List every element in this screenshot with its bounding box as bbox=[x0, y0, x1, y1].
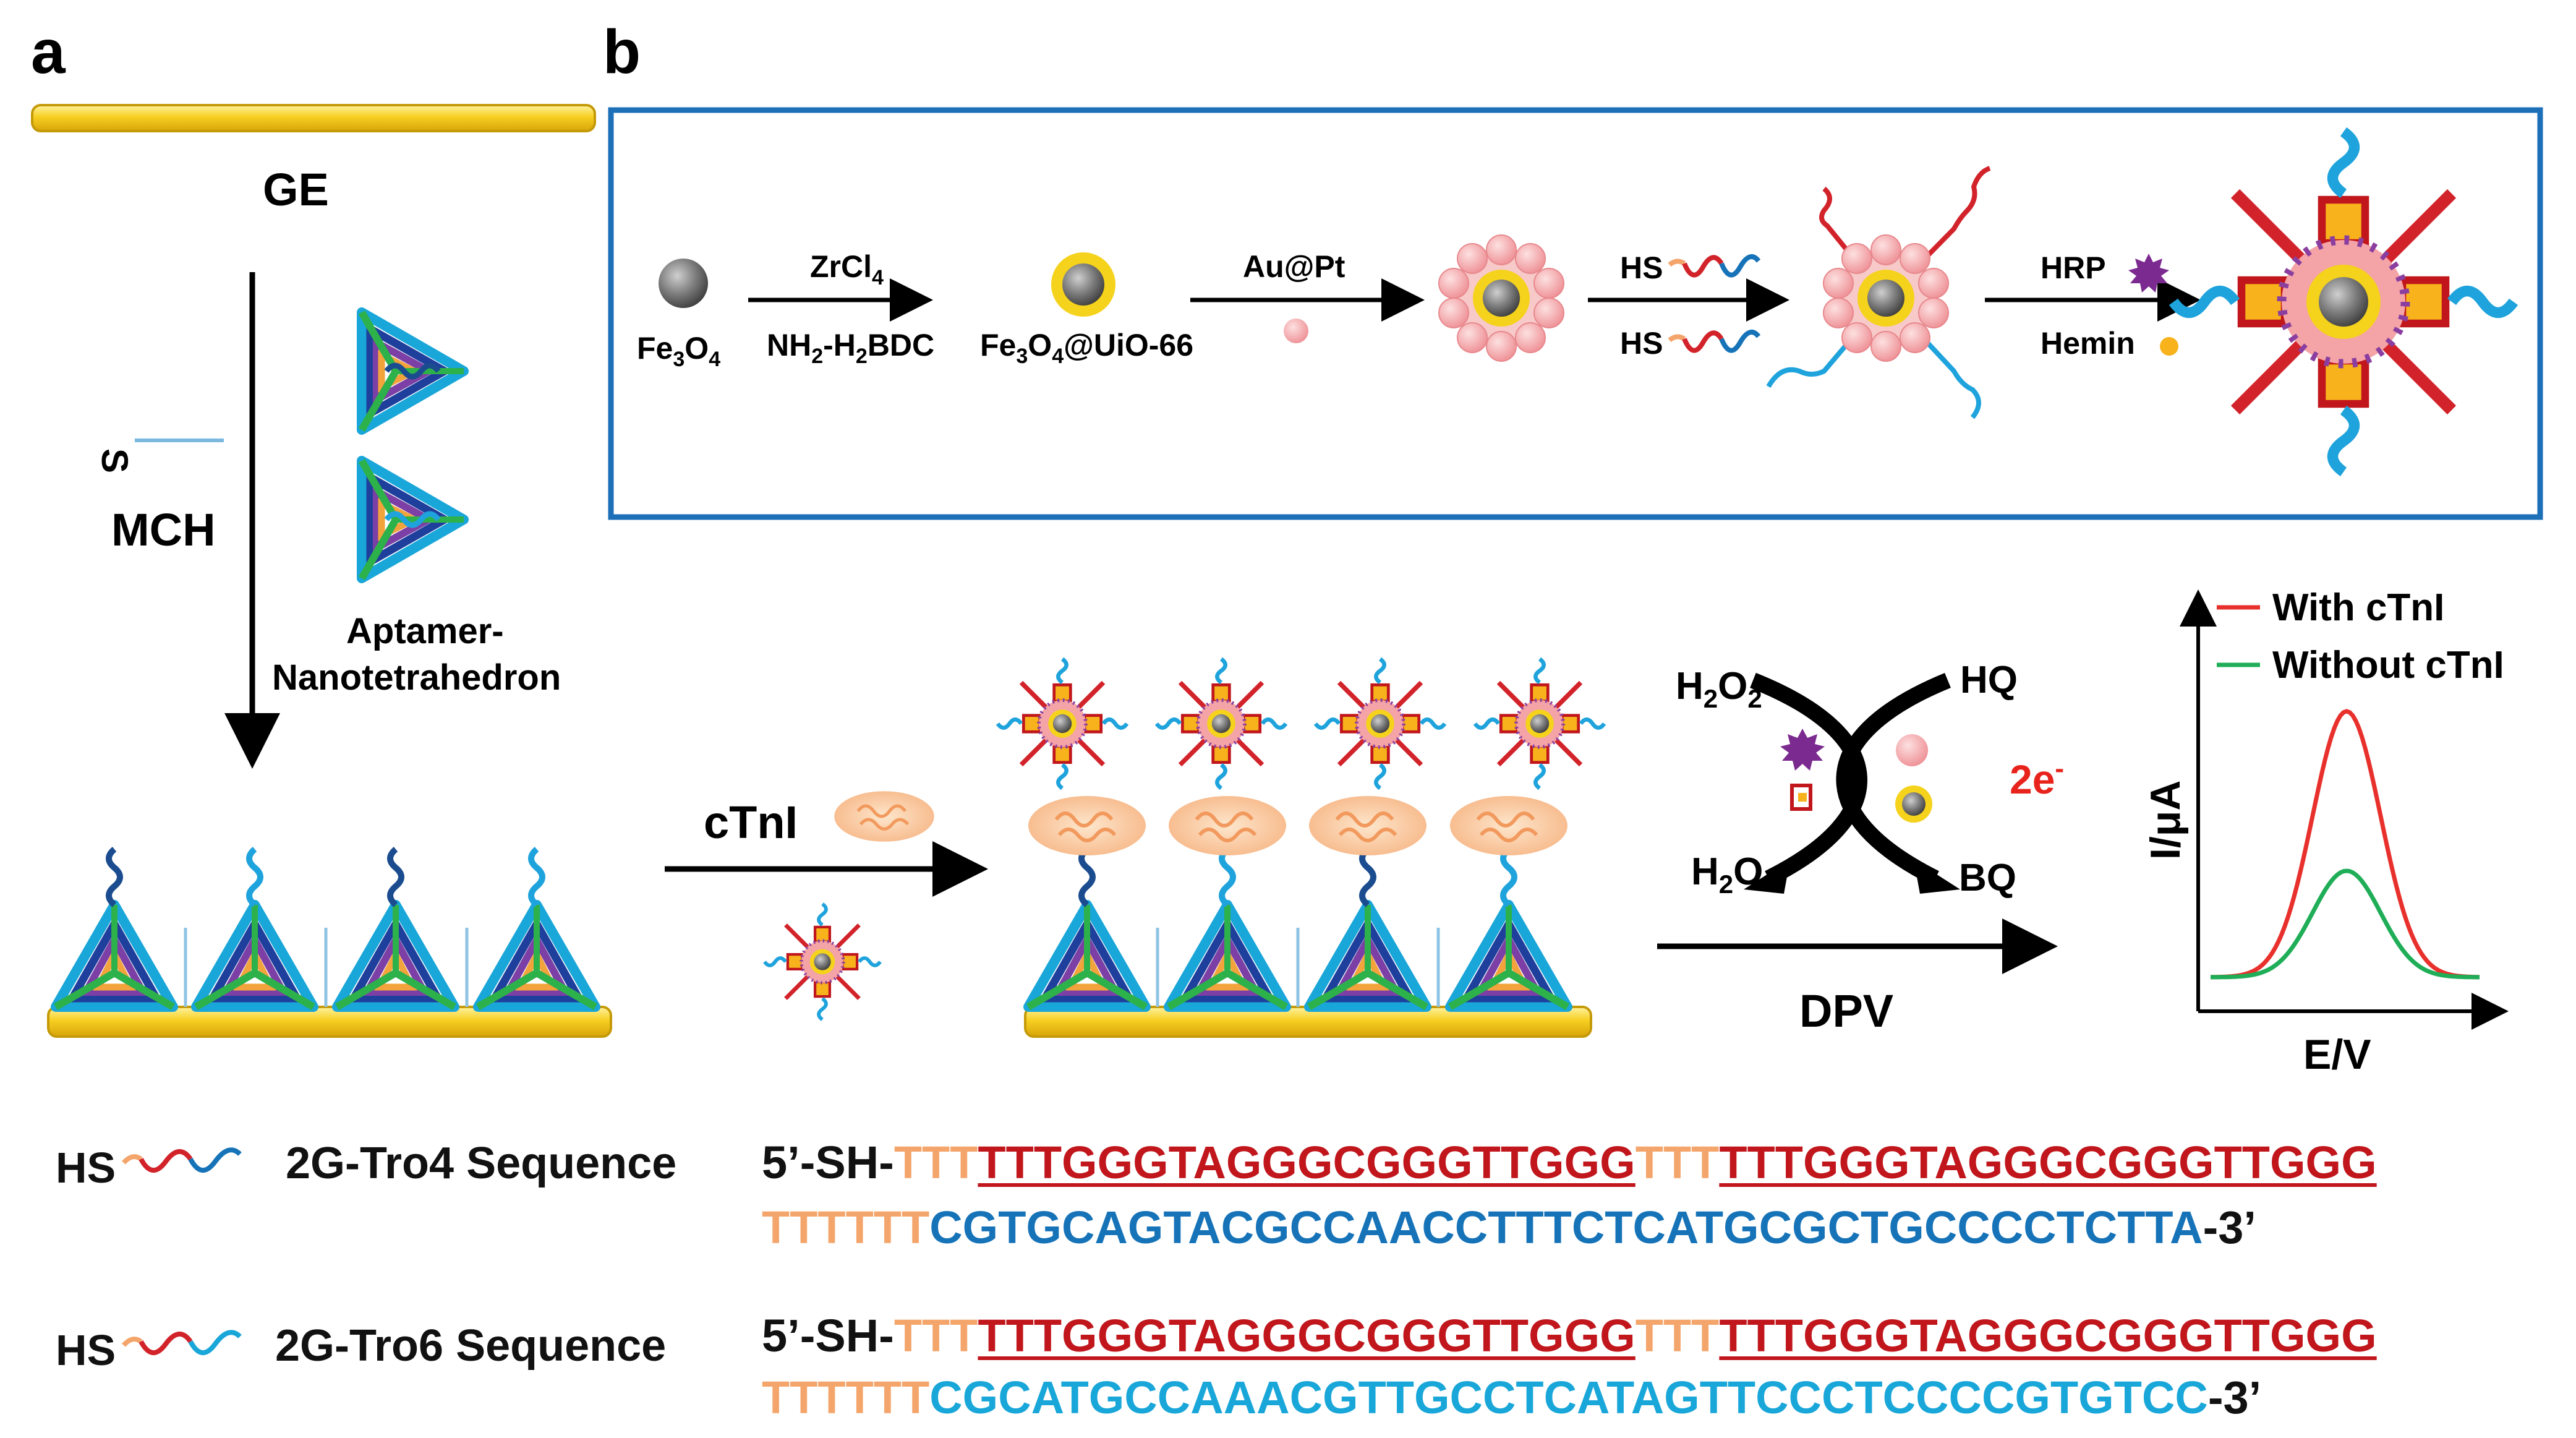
gold-electrode-bottom-a bbox=[47, 1006, 612, 1038]
zrcl4-label: ZrCl4 bbox=[810, 249, 884, 289]
aupt-label: Au@Pt bbox=[1243, 249, 1346, 284]
sequence-name-2: 2G-Tro6 Sequence bbox=[275, 1321, 667, 1371]
sequence-segment: TTT bbox=[1635, 1137, 1720, 1188]
sequence-segment: CGTGCAGTACGCCAACCTTTCTCATGCGCTGCCCCTCTTA bbox=[929, 1202, 2203, 1253]
aupt-decorated-mof bbox=[1438, 234, 1564, 362]
dpv-chart: I/μA E/V With cTnI Without cTnI bbox=[2142, 586, 2509, 1078]
aupt-particle bbox=[1284, 319, 1308, 343]
hs-label-1: HS bbox=[1620, 250, 1663, 285]
hrp-catalyst-icon bbox=[1780, 729, 1825, 771]
hemin-g4-icon bbox=[1790, 784, 1812, 811]
sequence-segment: 5’-SH- bbox=[762, 1137, 894, 1188]
gold-electrode-top bbox=[31, 104, 596, 132]
sequence-segment: TTTGGGTAGGGCGGGTTGGG bbox=[978, 1310, 1636, 1361]
hrp-label: HRP bbox=[2041, 250, 2106, 285]
h2o-label: H2O bbox=[1691, 850, 1763, 899]
bq-label: BQ bbox=[1959, 857, 2016, 899]
sequence-segment: TTTGGGTAGGGCGGGTTGGG bbox=[1719, 1137, 2377, 1188]
sandwich-assembly bbox=[998, 659, 1605, 1008]
sequence-1-line-2: TTTTTTCGTGCAGTACGCCAACCTTTCTCATGCGCTGCCC… bbox=[762, 1205, 2256, 1251]
sequence-segment: -3’ bbox=[2203, 1202, 2256, 1253]
hs-label-seq2: HS bbox=[56, 1326, 116, 1374]
fe3o4-uio66-label: Fe3O4@UiO-66 bbox=[980, 328, 1193, 368]
sequence-segment: -3’ bbox=[2207, 1372, 2262, 1423]
synthesis-frame bbox=[608, 107, 2543, 520]
sequence-segment: TTTGGGTAGGGCGGGTTGGG bbox=[978, 1137, 1636, 1188]
panel-label-a: a bbox=[31, 17, 66, 87]
sequence-segment: TTT bbox=[893, 1310, 978, 1361]
hemin-icon bbox=[2160, 337, 2178, 356]
redox-arrow-right bbox=[1836, 672, 1951, 886]
electron-label: 2e- bbox=[2010, 753, 2064, 802]
fe3o4-core bbox=[659, 259, 708, 308]
hemin-label: Hemin bbox=[2041, 326, 2135, 361]
electrode-label: GE bbox=[263, 164, 329, 215]
aptamer-label-line1: Aptamer- bbox=[346, 611, 504, 651]
sequence-segment: TTTTTT bbox=[762, 1202, 930, 1253]
chart-x-label: E/V bbox=[2303, 1031, 2371, 1078]
hs-strand-1 bbox=[1670, 257, 1759, 275]
ctni-protein-icon bbox=[834, 791, 934, 842]
fe3o4-label: Fe3O4 bbox=[637, 331, 720, 371]
hs-strand-seq2 bbox=[121, 1330, 242, 1355]
redox-arrow-left bbox=[1750, 672, 1867, 886]
aptamer-label-line2: Nanotetrahedron bbox=[272, 657, 561, 698]
sequence-segment: TTTGGGTAGGGCGGGTTGGG bbox=[1719, 1310, 2377, 1361]
hq-label: HQ bbox=[1960, 659, 2018, 701]
mof-catalyst-icon bbox=[1895, 785, 1932, 823]
thiol-s-label: S bbox=[94, 448, 135, 473]
hs-strand-2 bbox=[1670, 332, 1759, 351]
hrp-icon bbox=[2128, 254, 2169, 293]
sequence-segment: TTT bbox=[1635, 1310, 1720, 1361]
h2o2-label: H2O2 bbox=[1676, 665, 1762, 713]
linker-label: NH2-H2BDC bbox=[767, 328, 934, 368]
mch-label: MCH bbox=[111, 504, 216, 555]
dna-conjugated-mof bbox=[1766, 166, 1991, 419]
dpv-label: DPV bbox=[1799, 985, 1893, 1037]
hs-label-seq1: HS bbox=[56, 1144, 116, 1192]
legend-label-without: Without cTnI bbox=[2272, 644, 2504, 687]
sequence-segment: TTT bbox=[893, 1137, 978, 1188]
aptamer-strand-1 bbox=[384, 362, 441, 380]
sequence-segment: TTTTTT bbox=[762, 1372, 930, 1423]
aptamer-strand-2 bbox=[384, 511, 441, 528]
aupt-catalyst-icon bbox=[1896, 734, 1928, 766]
dpv-curve-without-ctni bbox=[2211, 868, 2480, 980]
redox-arrowhead-right bbox=[1914, 860, 1960, 894]
redox-arrowhead-left bbox=[1744, 860, 1790, 894]
sequence-2-line-2: TTTTTTCGCATGCCAAACGTTGCCTCATAGTTCCCTCCCC… bbox=[762, 1375, 2261, 1421]
dpv-curve-with-ctni bbox=[2210, 709, 2480, 980]
hs-label-2: HS bbox=[1620, 326, 1663, 361]
hs-strand-seq1 bbox=[121, 1147, 242, 1173]
sequence-2-line-1: 5’-SH-TTTTTTGGGTAGGGCGGGTTGGGTTTTTTGGGTA… bbox=[762, 1313, 2377, 1359]
sequence-segment: CGCATGCCAAACGTTGCCTCATAGTTCCCTCCCCGTGTCC bbox=[929, 1372, 2208, 1423]
chart-y-label: I/μA bbox=[2142, 781, 2189, 860]
sequence-segment: 5’-SH- bbox=[762, 1310, 894, 1361]
panel-label-b: b bbox=[603, 17, 641, 87]
legend-label-with: With cTnI bbox=[2272, 586, 2444, 629]
sequence-1-line-1: 5’-SH-TTTTTTGGGTAGGGCGGGTTGGGTTTTTTGGGTA… bbox=[762, 1140, 2377, 1186]
uio66-core bbox=[1062, 263, 1104, 306]
aptamer-nanotetrahedron-1 bbox=[362, 312, 464, 430]
aptamer-nanotetrahedron-2 bbox=[362, 461, 464, 578]
tetrahedron-row-a bbox=[56, 847, 595, 1007]
final-nanoprobe bbox=[2173, 132, 2514, 472]
sequence-name-1: 2G-Tro4 Sequence bbox=[286, 1139, 677, 1188]
ctni-label: cTnI bbox=[704, 797, 798, 848]
free-nanoprobe-icon bbox=[765, 904, 881, 1020]
